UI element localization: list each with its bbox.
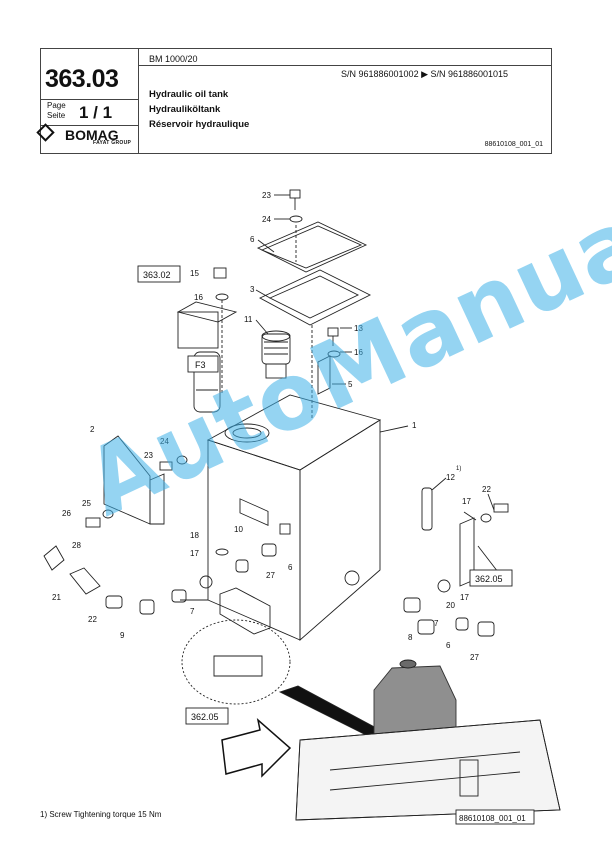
serial-range: S/N 961886001002 ▶ S/N 961886001015 [341, 69, 509, 79]
callout-27-left: 27 [266, 571, 275, 580]
footnote-marker: 1) [456, 466, 461, 472]
callout-1: 1 [412, 421, 417, 430]
callout-25: 25 [82, 499, 91, 508]
callout-7-right: 7 [434, 619, 439, 628]
callout-17-lower: 17 [460, 593, 469, 602]
callout-19: 20 [446, 601, 455, 610]
callout-23-top: 23 [262, 191, 271, 200]
callout-17-left: 17 [190, 549, 199, 558]
callout-9-left: 9 [120, 631, 125, 640]
callout-17-right: 17 [462, 497, 471, 506]
callout-6-right: 6 [446, 641, 451, 650]
callout-27-right: 27 [470, 653, 479, 662]
figure-id: 88610108_001_01 [459, 814, 526, 823]
page-code: 363.03 [45, 65, 119, 93]
callout-20: 21 [52, 593, 61, 602]
callout-28: 28 [72, 541, 81, 550]
ref-box-362-05-right: 362.05 [475, 574, 503, 584]
ref-box-362-05-bottom: 362.05 [191, 712, 219, 722]
callouts: 23 24 6 3 11 15 16 13 16 5 1 2 23 24 25 … [52, 191, 491, 662]
model-name: BM 1000/20 [149, 54, 198, 64]
title-fr: Réservoir hydraulique [149, 119, 250, 130]
callout-7-left: 7 [190, 607, 195, 616]
callout-16-left: 16 [194, 293, 203, 302]
callout-3: 3 [250, 285, 255, 294]
callout-13: 13 [354, 324, 363, 333]
callout-16-right: 16 [354, 348, 363, 357]
callout-24-top: 24 [262, 215, 271, 224]
callout-23-left: 23 [144, 451, 153, 460]
callout-2: 2 [90, 425, 95, 434]
brand-logo: BOMAG FAYAT GROUP [36, 123, 131, 146]
callout-4: 5 [348, 380, 353, 389]
ref-box-363-02: 363.02 [143, 270, 171, 280]
ref-box-f3: F3 [195, 360, 206, 370]
callout-22: 22 [482, 485, 491, 494]
callout-26: 26 [62, 509, 71, 518]
page-number: 1 / 1 [79, 103, 113, 122]
callout-24-left: 24 [160, 437, 169, 446]
doc-id: 88610108_001_01 [484, 141, 543, 148]
callout-18: 18 [190, 531, 199, 540]
title-en: Hydraulic oil tank [149, 89, 229, 100]
callout-5: 6 [250, 235, 255, 244]
title-de: Hydrauliköltank [149, 104, 221, 115]
callout-12: 12 [446, 473, 455, 482]
callout-15: 15 [190, 269, 199, 278]
callout-8: 8 [408, 633, 413, 642]
callout-6-left: 6 [288, 563, 293, 572]
footnote: 1) Screw Tightening torque 15 Nm [40, 810, 162, 819]
callout-10: 10 [234, 525, 243, 534]
callout-21: 22 [88, 615, 97, 624]
callout-11: 11 [244, 315, 253, 324]
